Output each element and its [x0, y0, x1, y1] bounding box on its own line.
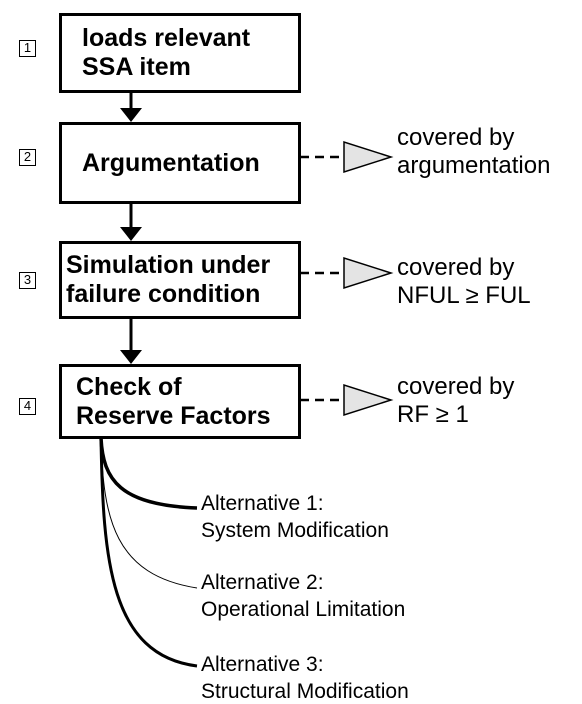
outcome-connector-4	[300, 383, 394, 417]
step-box-4: Check of Reserve Factors	[59, 364, 301, 439]
alternative-3: Alternative 3: Structural Modification	[201, 653, 409, 703]
step-number-4: 4	[19, 398, 36, 415]
step-number-3: 3	[19, 272, 36, 289]
alternative-1: Alternative 1: System Modification	[201, 492, 389, 542]
step-number-2: 2	[19, 149, 36, 166]
outcome-text-4: covered by RF ≥ 1	[397, 373, 515, 428]
outcome-connector-3	[300, 256, 394, 290]
step-box-3: Simulation under failure condition	[59, 241, 301, 319]
step-label-2: Argumentation	[82, 148, 260, 177]
outcome-connector-2	[300, 140, 394, 174]
branch-alternative-1	[99, 437, 198, 510]
step-label-4: Check of Reserve Factors	[76, 372, 271, 430]
step-box-2: Argumentation	[59, 122, 301, 204]
branch-alternative-3	[99, 437, 198, 668]
step-label-3: Simulation under failure condition	[66, 251, 271, 308]
arrow-1-to-2	[120, 92, 142, 122]
arrow-2-to-3	[120, 203, 142, 241]
step-label-1: loads relevant SSA item	[82, 24, 251, 81]
branch-alternative-2	[100, 437, 198, 589]
step-box-1: loads relevant SSA item	[59, 13, 301, 93]
step-number-1: 1	[19, 40, 36, 57]
outcome-text-3: covered by NFUL ≥ FUL	[397, 254, 531, 309]
alternative-2: Alternative 2: Operational Limitation	[201, 571, 406, 621]
arrow-3-to-4	[120, 318, 142, 364]
outcome-text-2: covered by argumentation	[397, 124, 551, 179]
